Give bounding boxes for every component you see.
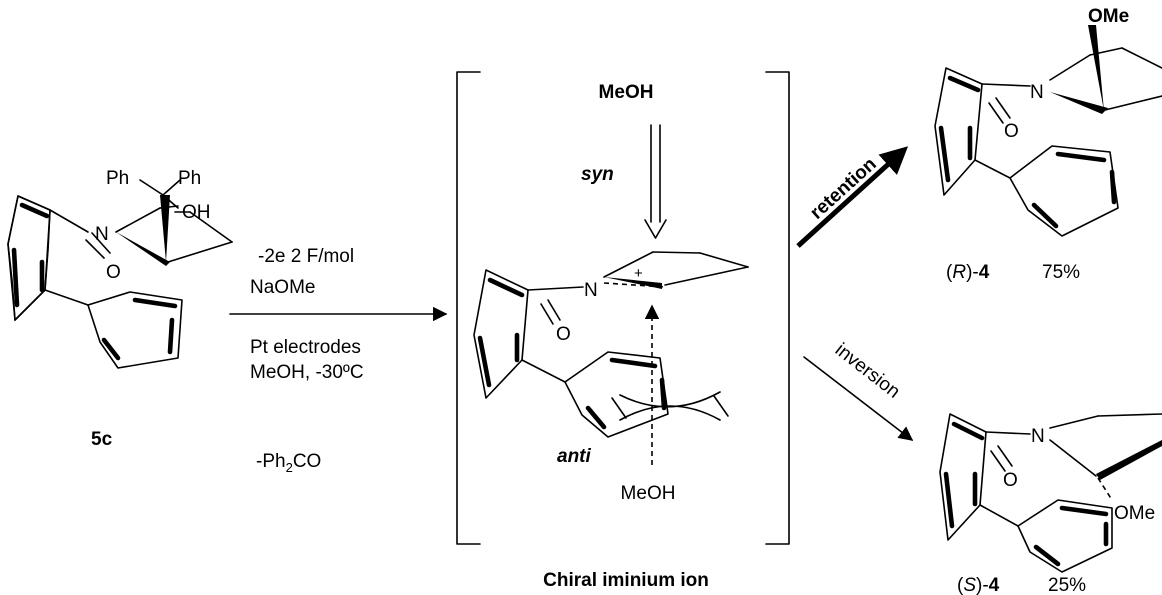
condition-line-4: MeOH, -30ºC <box>250 362 364 383</box>
anti-label: anti <box>557 446 592 467</box>
intermediate-pendant-phenyl <box>521 351 669 438</box>
inversion-arrow <box>803 356 914 441</box>
condition-line-1: -2e 2 F/mol <box>258 246 354 267</box>
reactant-benzo-ring <box>7 195 51 321</box>
product-s-label: (S)-4 <box>957 575 1000 595</box>
syn-label: syn <box>581 164 614 185</box>
reactant-pyrrolidine-ring <box>115 205 233 266</box>
product-r-methoxy-label: OMe <box>1088 6 1129 27</box>
reactant-nitrogen-label: N <box>95 224 109 245</box>
intermediate-label: Chiral iminium ion <box>543 570 709 591</box>
meoh-top-label: MeOH <box>599 82 654 103</box>
intermediate-benzo-ring <box>473 269 529 399</box>
condition-line-2: NaOMe <box>250 277 315 298</box>
retention-arrow <box>796 146 909 248</box>
intermediate-iminium-ring <box>603 251 749 289</box>
product-s-structure: O N OMe <box>939 413 1162 573</box>
reactant-compound-label: 5c <box>91 429 113 450</box>
product-r-label: (R)-4 <box>946 262 990 283</box>
retention-label: retention <box>806 154 880 224</box>
product-r-nitrogen-label: N <box>1030 82 1044 103</box>
syn-attack-arrow <box>644 124 667 239</box>
intermediate-bracket-left <box>456 71 481 545</box>
condition-line-3: Pt electrodes <box>250 337 361 358</box>
product-r-structure: O N OMe <box>934 6 1162 237</box>
inversion-label: inversion <box>831 339 904 402</box>
product-r-oxygen-label: O <box>1004 121 1019 142</box>
reactant-hydroxyl-label: OH <box>182 202 211 223</box>
iminium-charge: + <box>634 265 643 282</box>
meoh-bottom-label: MeOH <box>621 483 676 504</box>
product-s-nitrogen-label: N <box>1031 426 1045 447</box>
reactant-stereo-wedge <box>160 195 170 262</box>
steric-clash-symbol <box>611 391 729 421</box>
reactant-carbonyl-bond <box>49 209 89 233</box>
reactant-pendant-phenyl <box>44 289 183 369</box>
reactant-oxygen-label: O <box>106 262 121 283</box>
reactant-5c-structure: O N Ph Ph OH <box>7 168 233 369</box>
byproduct-label: -Ph2CO <box>256 451 321 475</box>
product-s-yield: 25% <box>1048 575 1086 595</box>
intermediate-oxygen-label: O <box>556 324 571 345</box>
intermediate-bracket-right <box>765 71 790 545</box>
intermediate-nitrogen-label: N <box>584 280 598 301</box>
reactant-phenyl-label-1: Ph <box>106 168 129 189</box>
reactant-phenyl-label-2: Ph <box>178 168 201 189</box>
product-s-methoxy-label: OMe <box>1114 503 1155 524</box>
product-r-yield: 75% <box>1042 262 1080 283</box>
product-s-oxygen-label: O <box>1003 470 1018 491</box>
